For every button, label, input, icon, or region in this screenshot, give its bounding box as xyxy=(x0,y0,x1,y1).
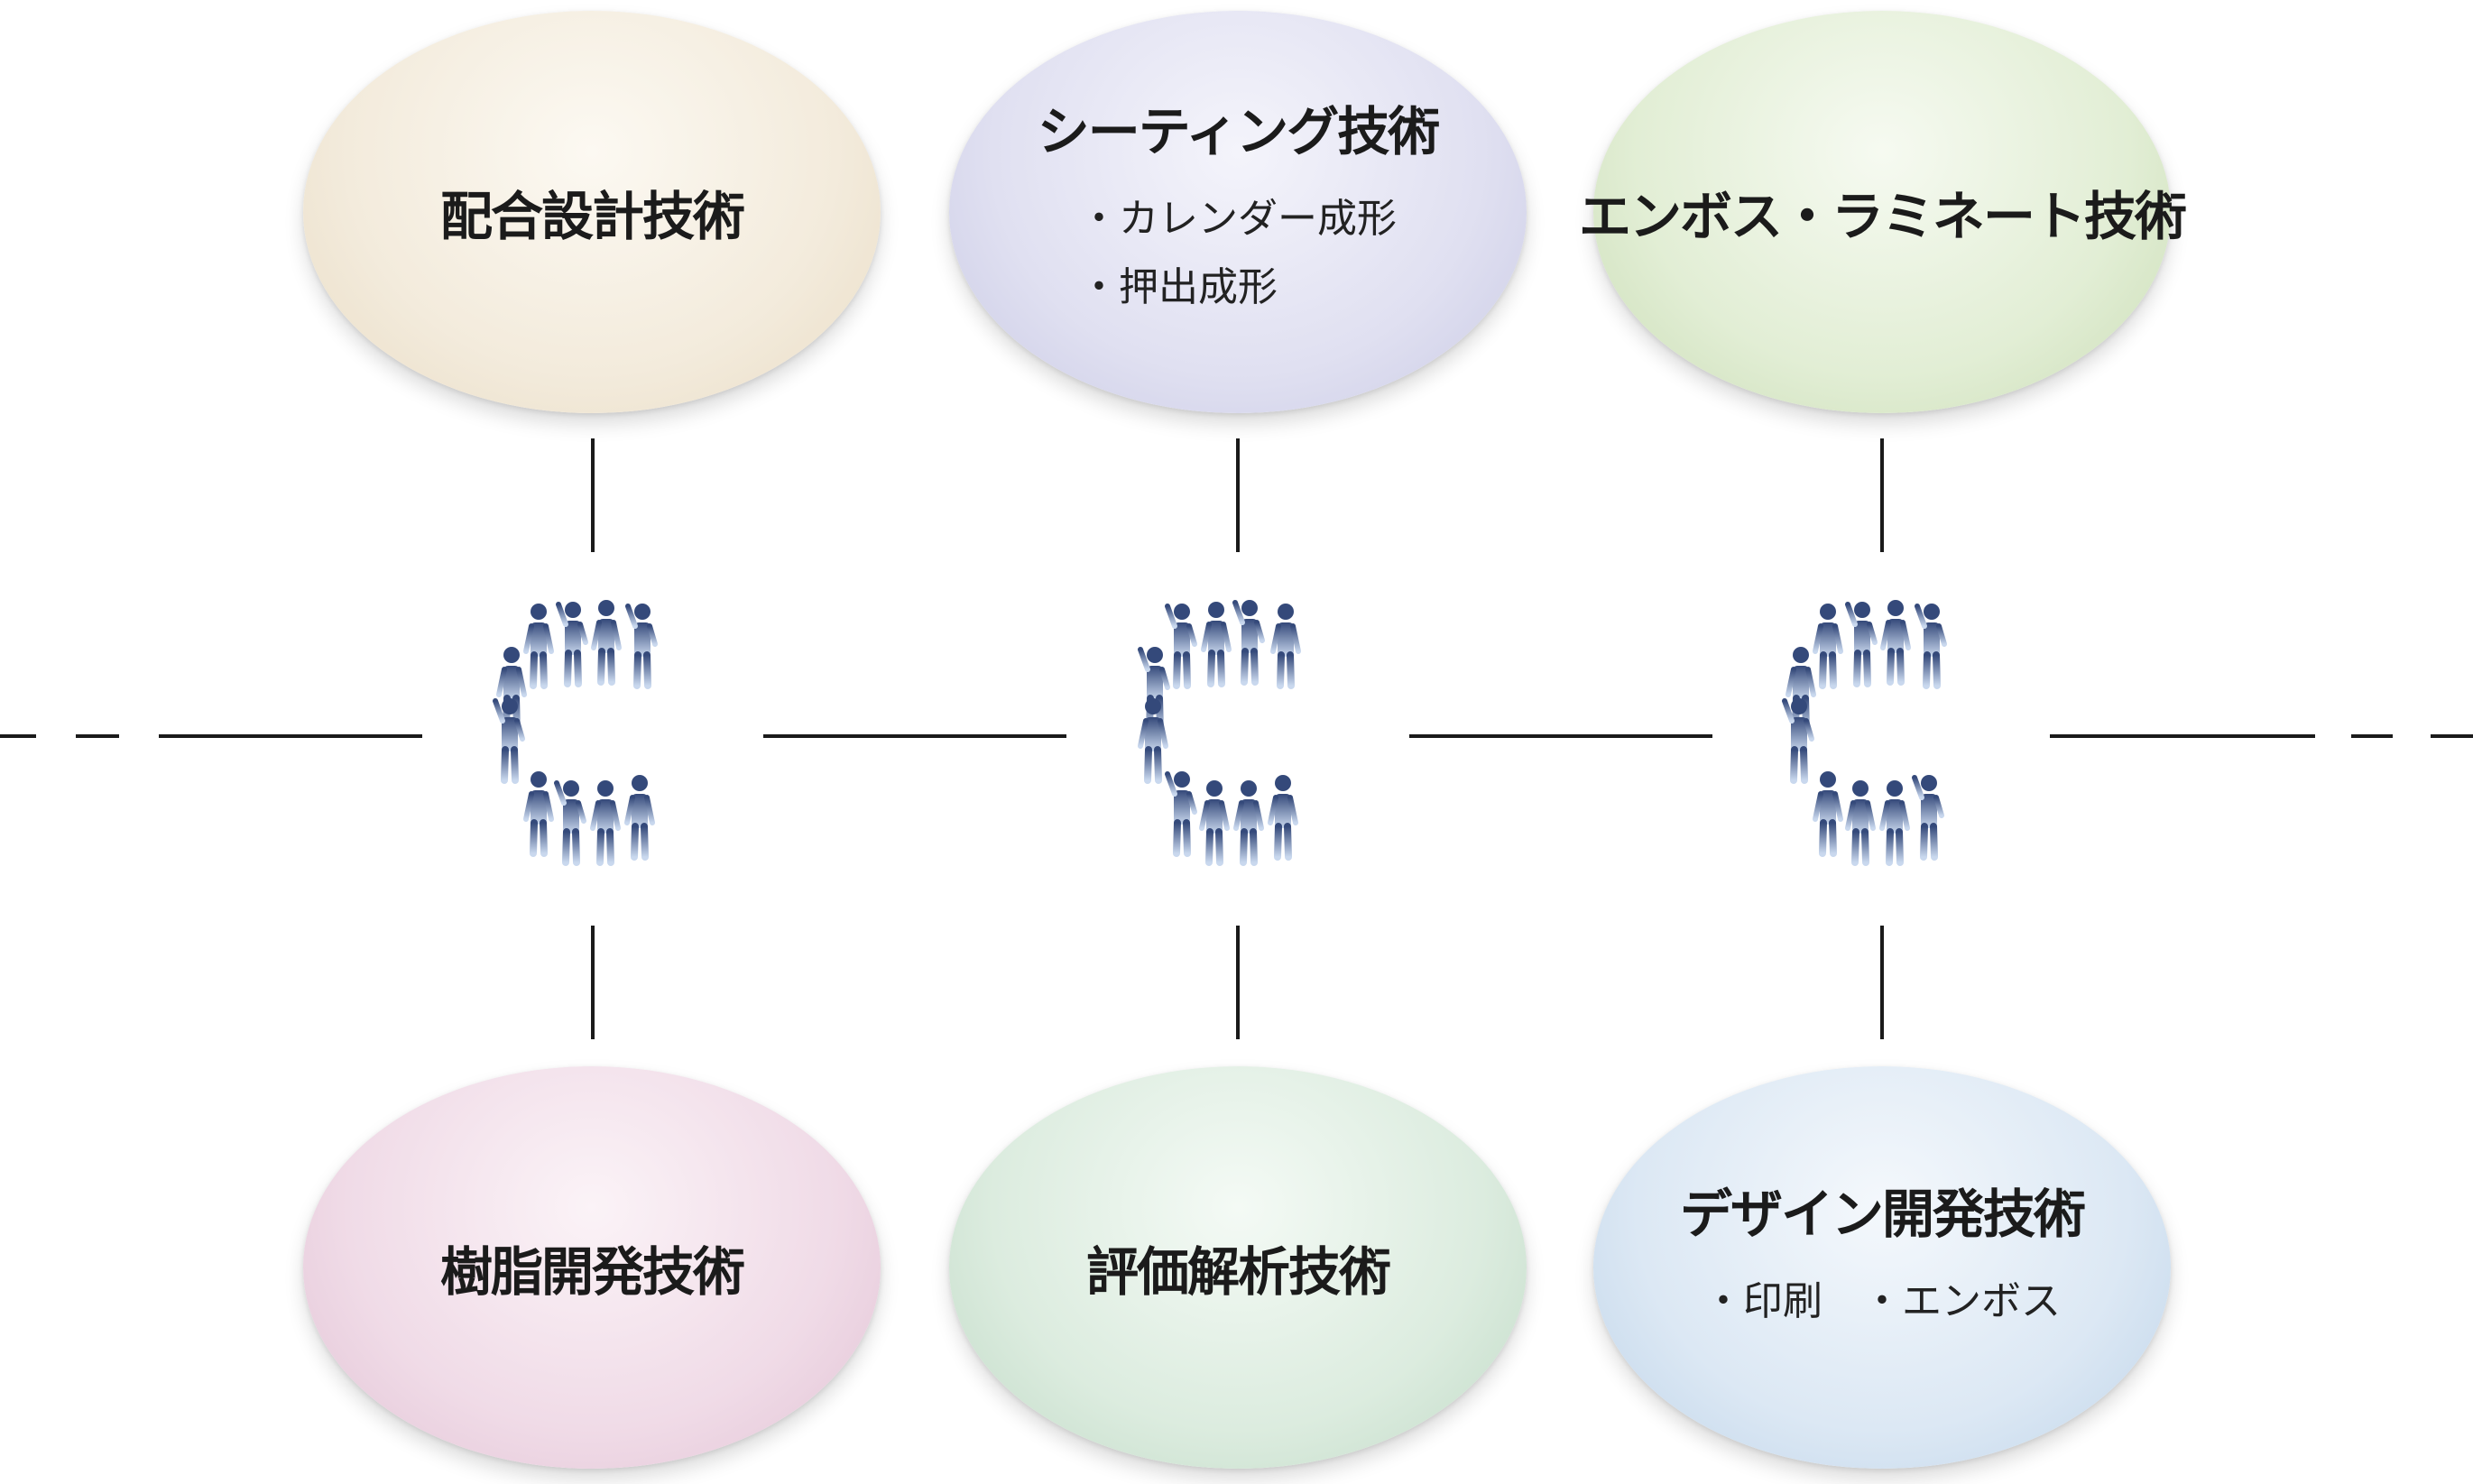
person-figure-icon xyxy=(1845,602,1878,687)
dash-left-2 xyxy=(76,734,119,738)
people-forming-letter-c-icon xyxy=(1782,600,1947,866)
person-figure-icon xyxy=(1915,604,1947,689)
person-figure-icon xyxy=(1813,771,1843,857)
tech-title: 樹脂開発技術 xyxy=(439,1241,745,1303)
person-figure-icon xyxy=(591,600,622,686)
dash-right-1 xyxy=(2351,734,2393,738)
dash-right-2 xyxy=(2431,734,2473,738)
tech-subitem: ・カレンダー成形 xyxy=(1079,196,1397,242)
tech-title: 配合設計技術 xyxy=(439,186,745,247)
tech-title: デザイン開発技術 xyxy=(1679,1184,2086,1245)
person-figure-icon xyxy=(1232,600,1265,686)
person-figure-icon xyxy=(624,775,655,861)
person-figure-icon xyxy=(1201,602,1232,687)
connector-left xyxy=(159,734,422,738)
person-figure-icon xyxy=(1782,698,1814,784)
person-figure-icon xyxy=(590,780,621,866)
tech-sublist: ・カレンダー成形 ・押出成形 xyxy=(1079,185,1397,322)
vline-bottom-1 xyxy=(591,926,595,1039)
person-figure-icon xyxy=(1138,647,1170,733)
person-figure-icon xyxy=(1233,780,1264,866)
tech-title: 評価解析技術 xyxy=(1085,1241,1391,1303)
person-figure-icon xyxy=(1268,775,1298,861)
tech-ellipse-compounding: 配合設計技術 xyxy=(303,11,881,413)
vline-top-3 xyxy=(1880,438,1884,552)
person-figure-icon xyxy=(1199,780,1230,866)
person-figure-icon xyxy=(1165,604,1197,689)
person-figure-icon xyxy=(1912,775,1944,861)
dash-left-1 xyxy=(0,734,36,738)
person-figure-icon xyxy=(1879,780,1910,866)
tech-title: エンボス・ラミネート技術 xyxy=(1579,186,2187,247)
tech-subitem: ・エンボス xyxy=(1862,1278,2061,1324)
people-forming-letter-c-icon xyxy=(493,600,658,866)
person-figure-icon xyxy=(556,602,588,687)
vline-top-1 xyxy=(591,438,595,552)
tech-ellipse-emboss-laminate: エンボス・ラミネート技術 xyxy=(1579,11,2187,413)
person-figure-icon xyxy=(1165,771,1197,857)
vline-bottom-2 xyxy=(1236,926,1240,1039)
tech-subitem: ・印刷 xyxy=(1703,1278,1822,1324)
person-figure-icon xyxy=(523,604,554,689)
tech-title: シーティング技術 xyxy=(1037,101,1441,162)
connector-mid-2 xyxy=(1409,734,1712,738)
tech-ellipse-resin: 樹脂開発技術 xyxy=(303,1066,881,1469)
vline-bottom-3 xyxy=(1880,926,1884,1039)
tech-ellipse-evaluation: 評価解析技術 xyxy=(949,1066,1527,1469)
person-figure-icon xyxy=(1813,604,1843,689)
connector-mid-1 xyxy=(763,734,1066,738)
person-figure-icon xyxy=(625,604,658,689)
connector-right xyxy=(2050,734,2315,738)
person-figure-icon xyxy=(1880,600,1911,686)
person-figure-icon xyxy=(523,771,554,857)
people-forming-letter-c-icon xyxy=(1138,600,1301,866)
person-figure-icon xyxy=(1845,780,1876,866)
person-figure-icon xyxy=(554,780,586,866)
person-figure-icon xyxy=(1270,604,1301,689)
tech-ellipse-design: デザイン開発技術 ・印刷 ・エンボス xyxy=(1593,1066,2171,1469)
tech-subrow: ・印刷 ・エンボス xyxy=(1684,1267,2081,1336)
tech-ellipse-sheeting: シーティング技術 ・カレンダー成形 ・押出成形 xyxy=(949,11,1527,413)
vline-top-2 xyxy=(1236,438,1240,552)
person-figure-icon xyxy=(493,698,525,784)
tech-subitem: ・押出成形 xyxy=(1079,264,1278,310)
person-figure-icon xyxy=(1138,698,1168,784)
